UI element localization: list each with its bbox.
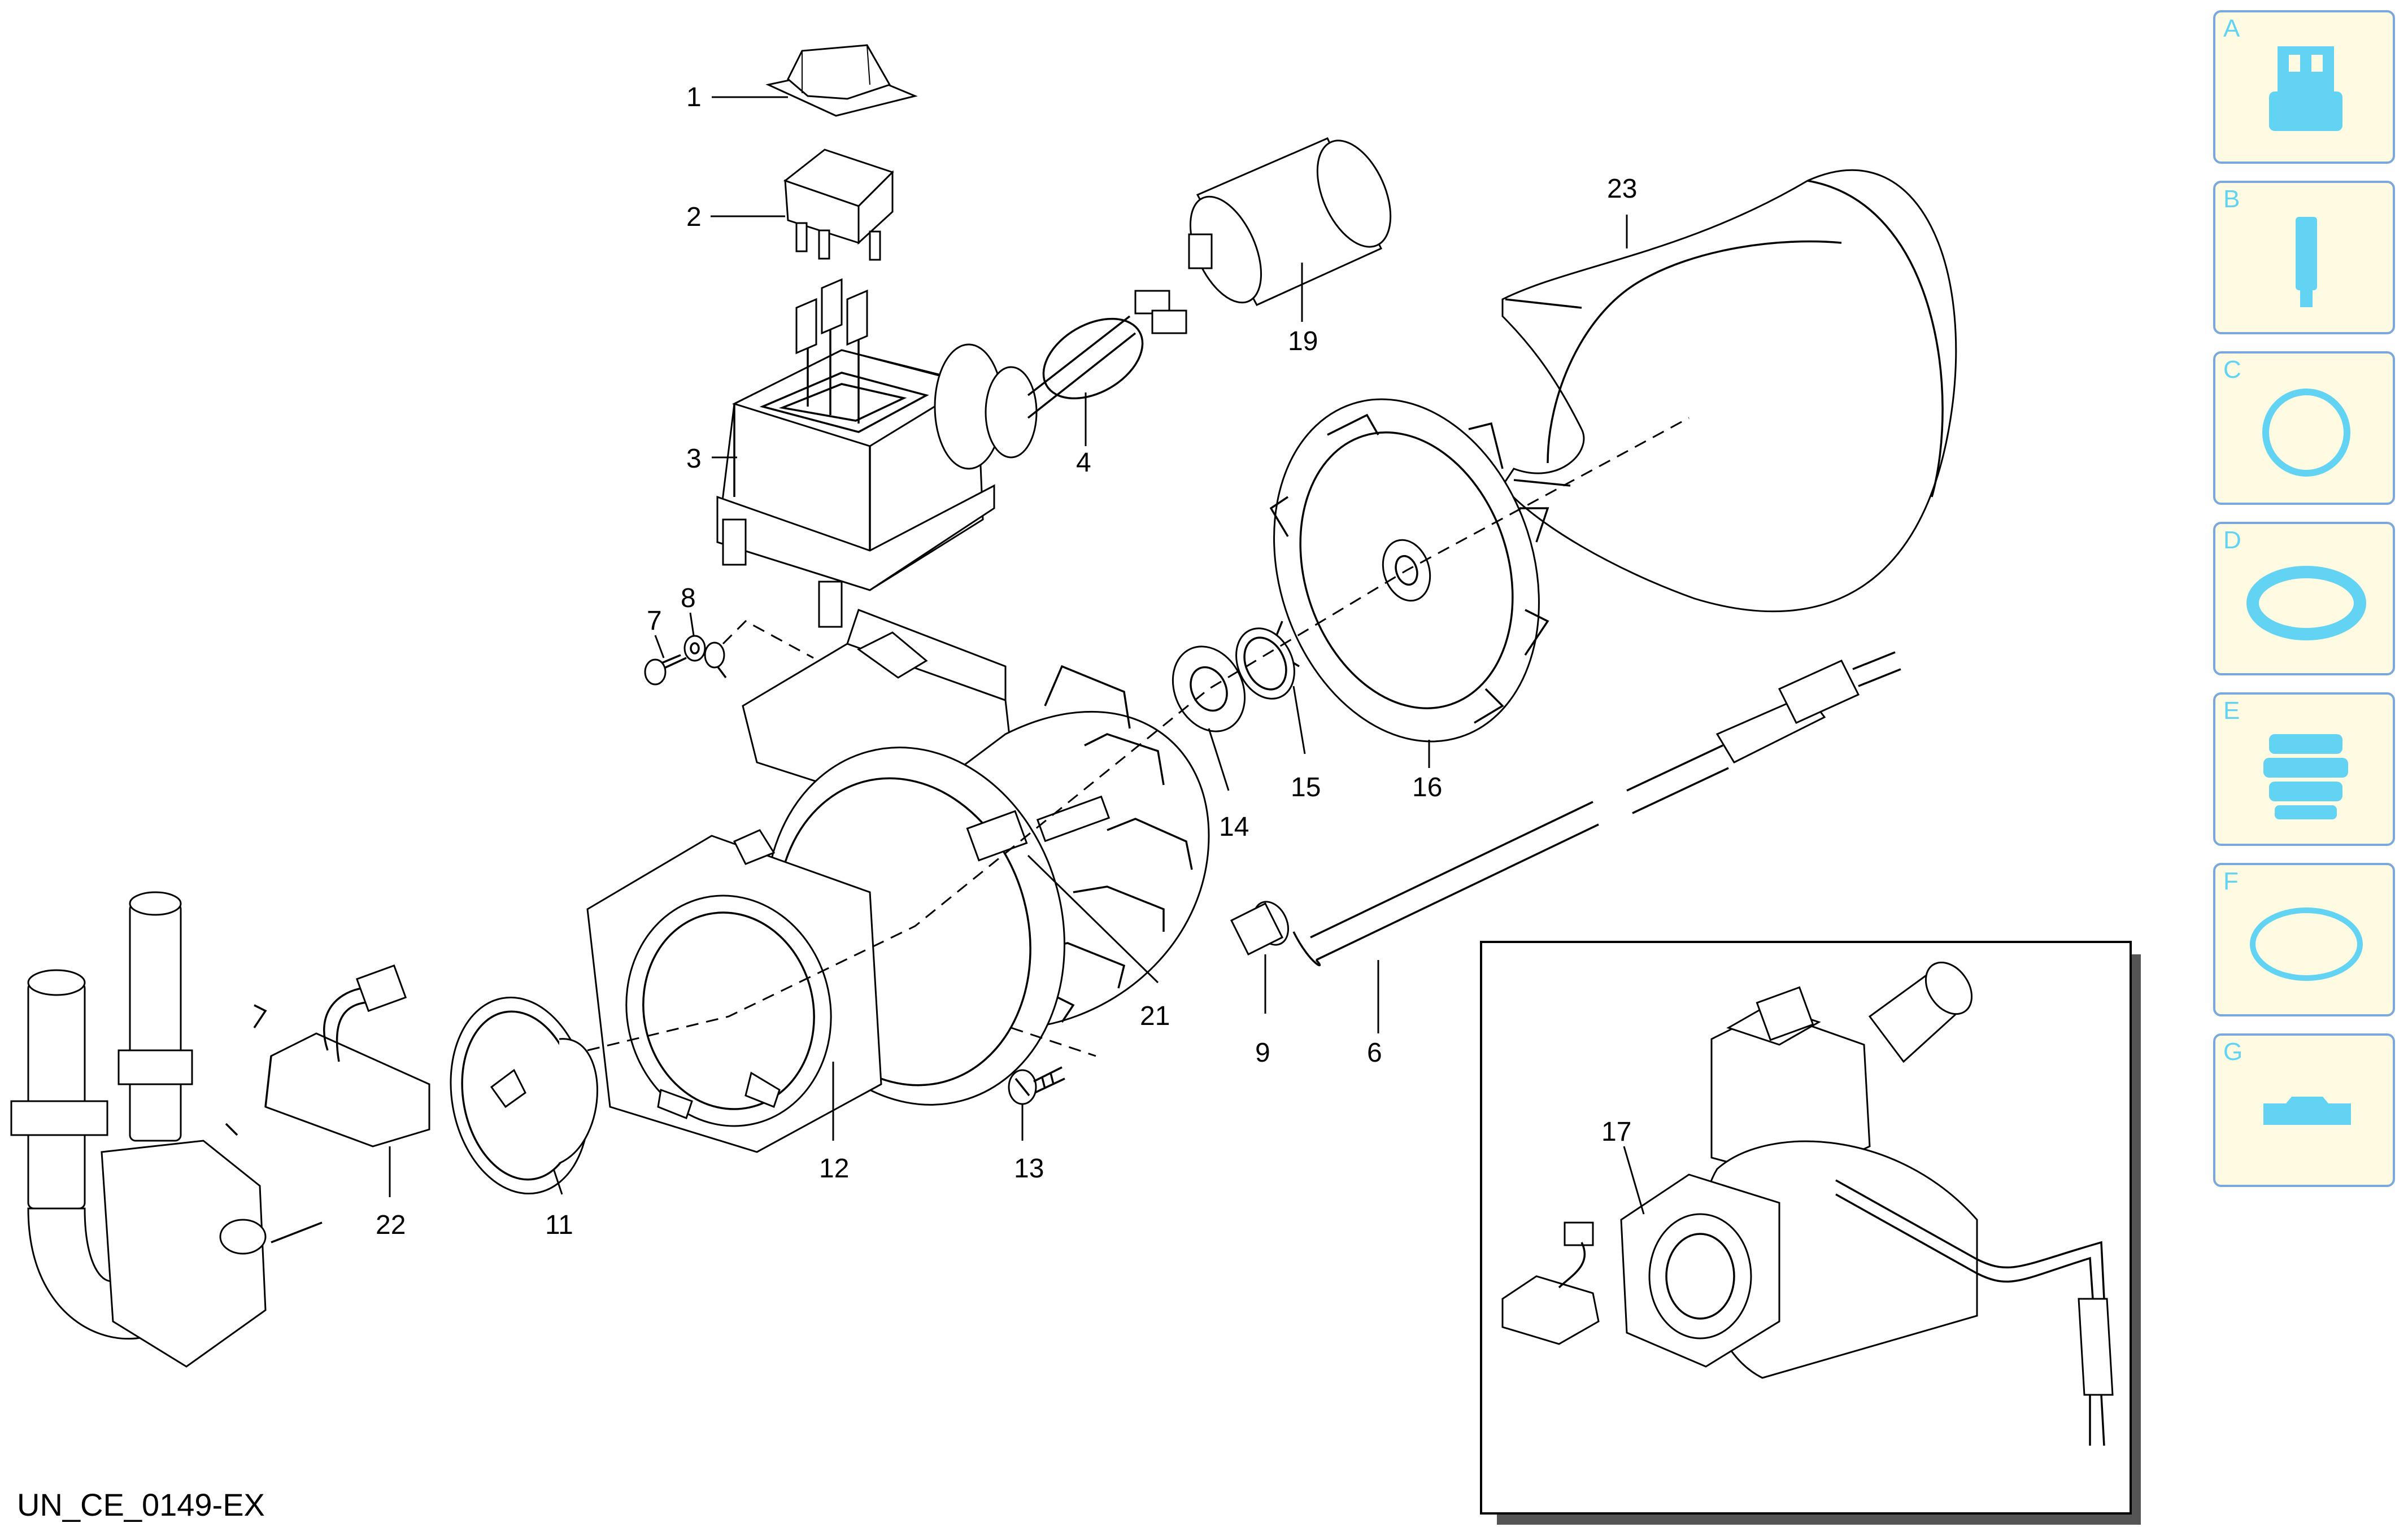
variant-letter: A (2223, 15, 2240, 42)
variant-panel: A B C D E (2213, 10, 2397, 1204)
part-7-screw[interactable] (644, 654, 687, 686)
part-8-washer[interactable] (683, 635, 706, 662)
part-11-impeller[interactable] (436, 987, 603, 1205)
gasket-icon (2250, 907, 2363, 981)
cable-gland (934, 315, 1136, 470)
callout-7: 7 (647, 606, 662, 636)
part-4-o-ring[interactable] (1030, 303, 1157, 415)
variant-button-d[interactable]: D (2213, 522, 2395, 675)
part-19-capacitor[interactable] (1134, 129, 1405, 334)
bellows-icon (2263, 734, 2348, 819)
part-6-power-cable[interactable] (1292, 651, 1901, 966)
variant-letter: C (2223, 356, 2241, 383)
part-14-seal[interactable] (1160, 635, 1259, 743)
callout-14: 14 (1219, 812, 1249, 842)
part-23-fan-cover[interactable] (1501, 169, 1957, 613)
callout-23: 23 (1607, 174, 1637, 204)
variant-button-a[interactable]: A (2213, 10, 2395, 164)
callout-12: 12 (819, 1154, 849, 1184)
parts-drawing: 1 2 3 4 (10, 44, 2141, 1525)
variant-button-e[interactable]: E (2213, 692, 2395, 846)
valve-assembly (10, 891, 323, 1368)
part-3-terminal-box[interactable] (716, 278, 995, 628)
part-15-ring[interactable] (1225, 619, 1305, 708)
part-13-screw[interactable] (1008, 1066, 1065, 1105)
callout-8: 8 (681, 583, 696, 613)
seal-ring-icon (2246, 566, 2366, 640)
part-1-switch-cover[interactable] (765, 44, 918, 117)
pin-icon (2296, 217, 2317, 307)
callout-2: 2 (686, 202, 702, 232)
part-22-sensor[interactable] (253, 964, 430, 1147)
callout-22: 22 (376, 1210, 406, 1240)
variant-letter: E (2223, 697, 2240, 725)
callout-17: 17 (1601, 1117, 1631, 1147)
connector-icon (2269, 46, 2342, 131)
variant-letter: D (2223, 526, 2241, 554)
variant-letter: B (2223, 185, 2240, 213)
bracket-icon (2263, 1097, 2351, 1125)
part-9-grommet[interactable] (1230, 896, 1295, 956)
callout-21: 21 (1140, 1001, 1170, 1031)
callout-16: 16 (1412, 773, 1442, 802)
variant-button-f[interactable]: F (2213, 863, 2395, 1016)
callout-6: 6 (1367, 1038, 1382, 1068)
callout-4: 4 (1076, 448, 1091, 478)
variant-button-b[interactable]: B (2213, 181, 2395, 334)
callout-1: 1 (686, 82, 702, 112)
callout-15: 15 (1291, 773, 1321, 802)
callout-9: 9 (1255, 1038, 1270, 1068)
variant-letter: F (2223, 867, 2239, 895)
document-code: UN_CE_0149-EX (17, 1487, 265, 1522)
part-12-motor-housing[interactable] (586, 609, 1210, 1153)
callout-3: 3 (686, 444, 702, 474)
inset-assembled-view (1480, 941, 2141, 1525)
part-2-rocker-switch[interactable] (783, 149, 894, 261)
callout-13: 13 (1014, 1154, 1044, 1184)
variant-button-c[interactable]: C (2213, 351, 2395, 505)
terminal-lug (704, 642, 727, 679)
o-ring-icon (2262, 389, 2350, 477)
variant-letter: G (2223, 1038, 2243, 1066)
callout-11: 11 (545, 1210, 573, 1240)
callout-19: 19 (1288, 326, 1318, 356)
variant-button-g[interactable]: G (2213, 1033, 2395, 1187)
